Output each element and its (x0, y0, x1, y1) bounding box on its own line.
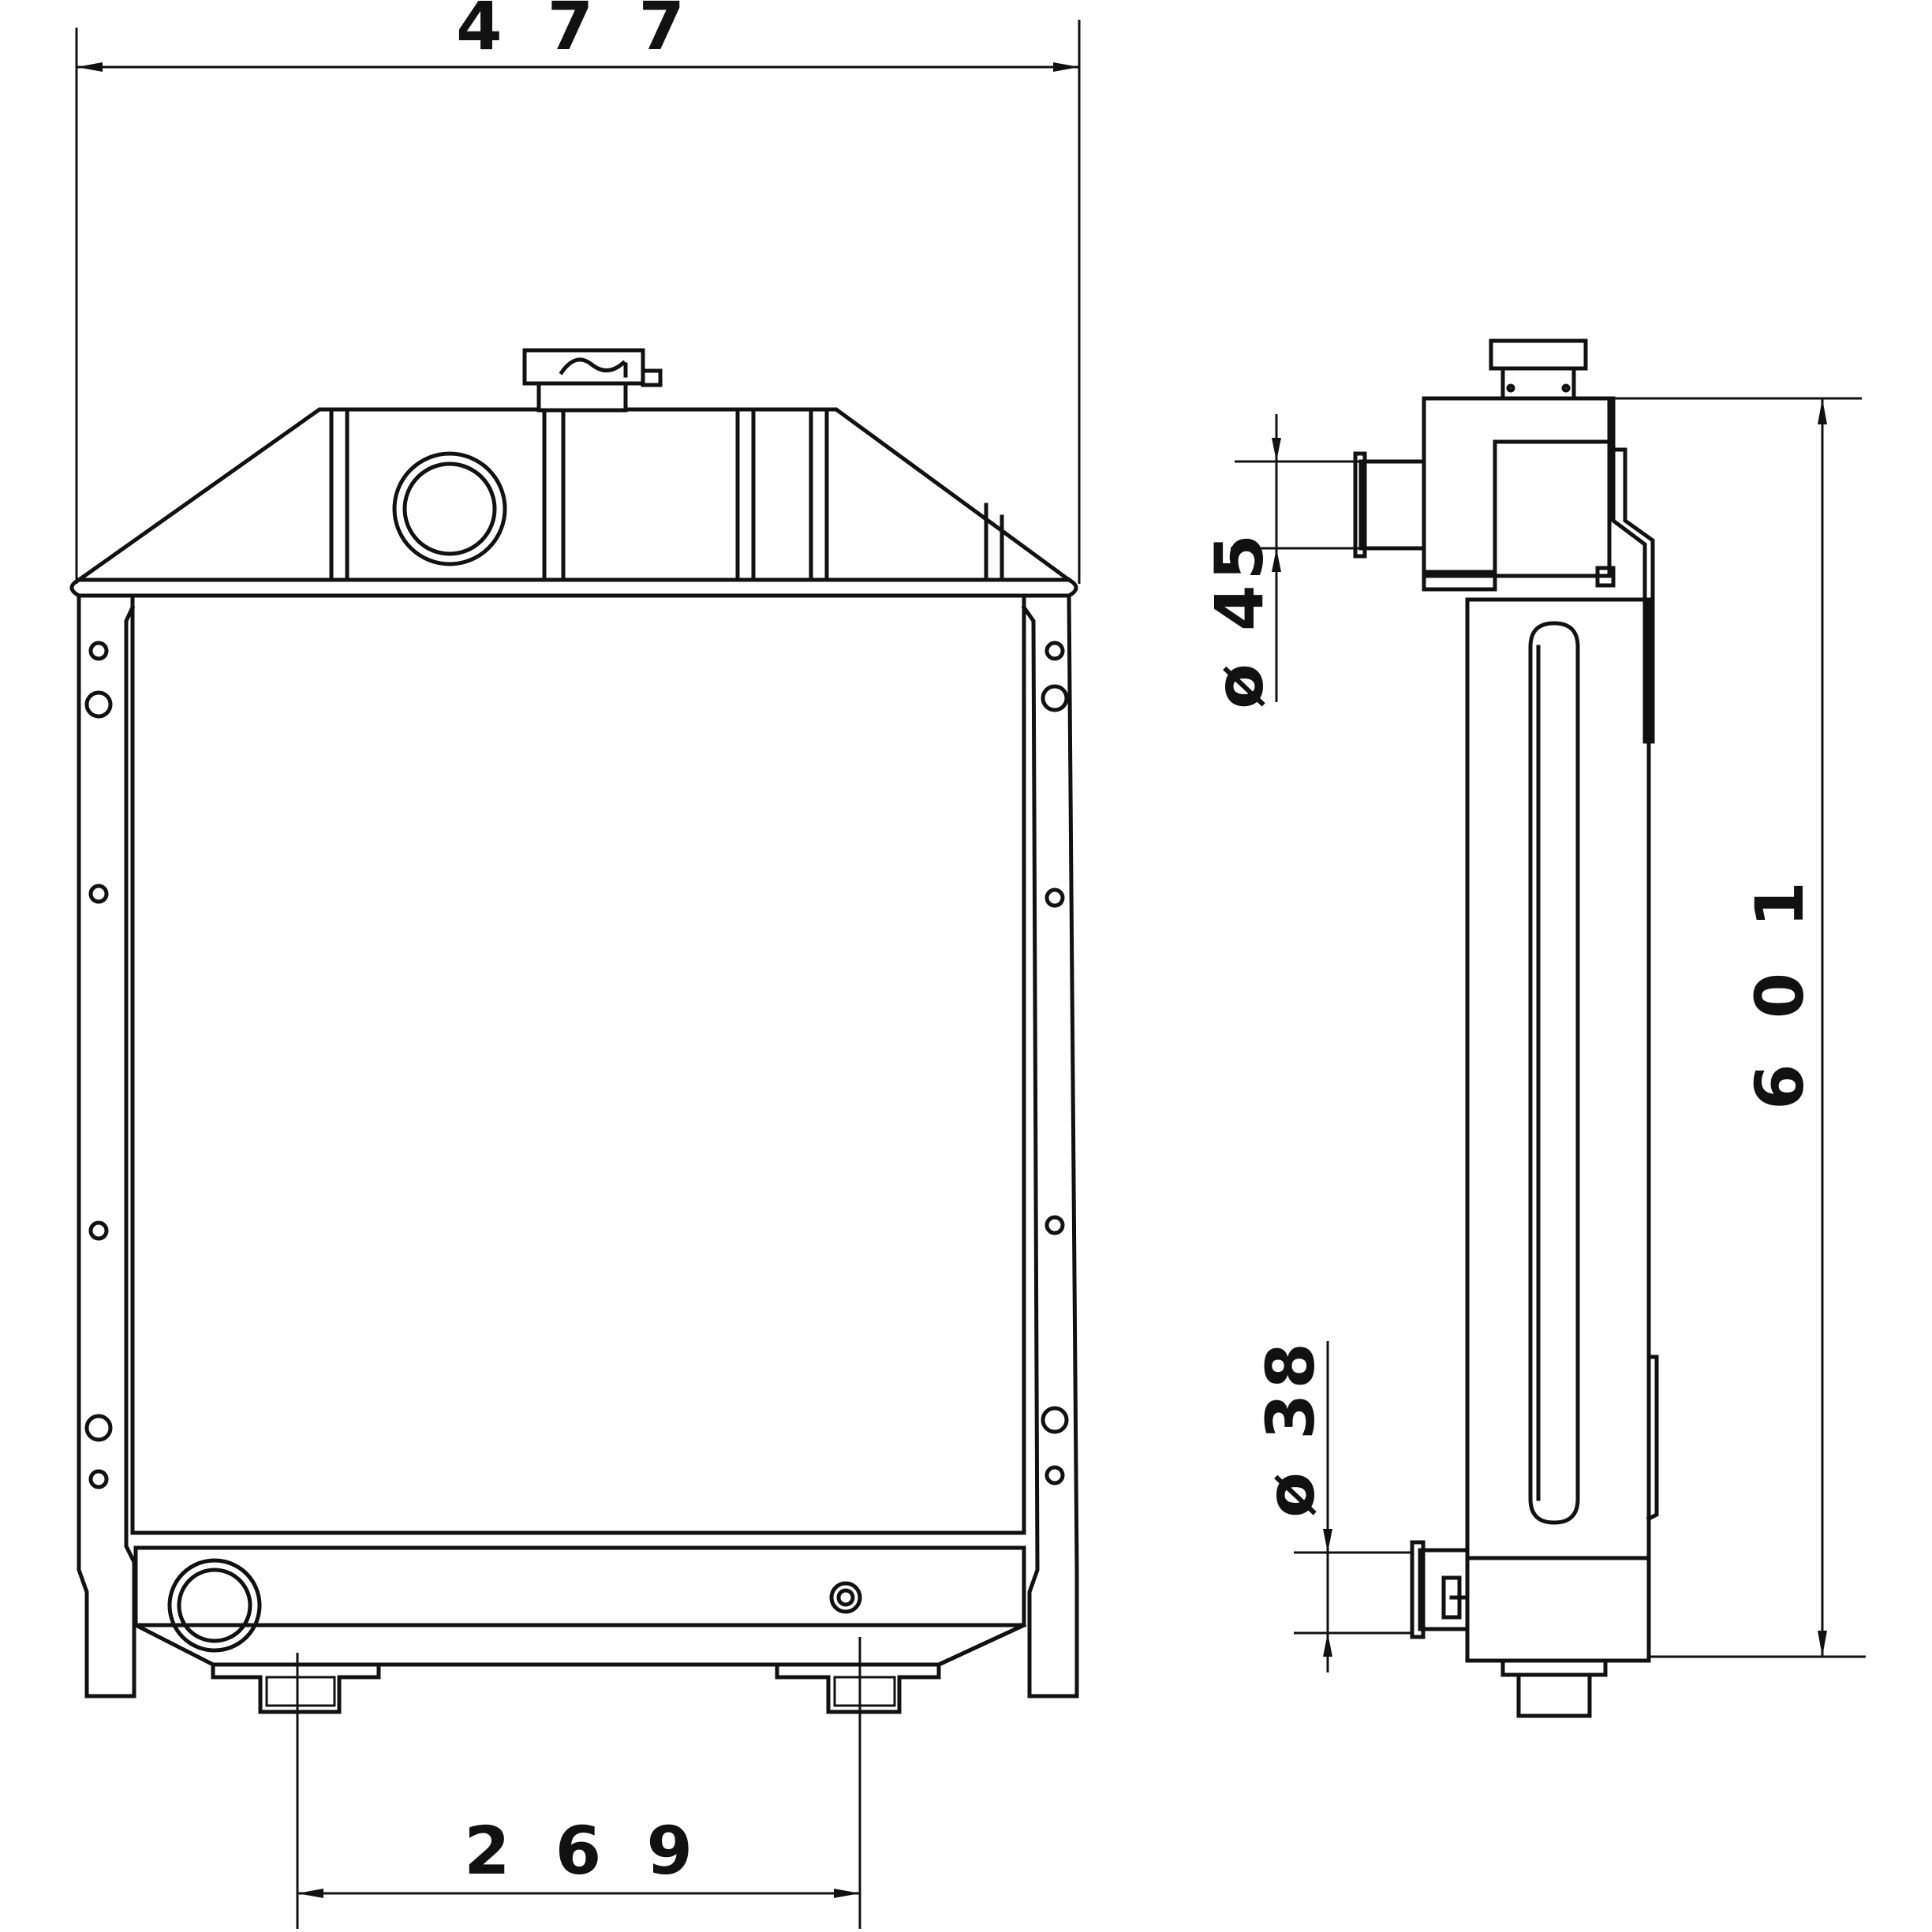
left-side-bracket (77, 593, 136, 1698)
upper-hose-pipe (1353, 451, 1426, 559)
top-tank (76, 407, 1072, 583)
right-side-bracket (1021, 593, 1079, 1698)
top-crossbar (69, 577, 1078, 599)
radiator-side-view (1353, 338, 1659, 1718)
radiator-front-view (69, 348, 1079, 1714)
radiator-core (130, 593, 1026, 1535)
lower-hose-pipe (1410, 1540, 1470, 1639)
left-mounting-foot (211, 1662, 381, 1714)
side-core (1465, 597, 1651, 1663)
dimension-outlet-spacing (296, 1637, 861, 1929)
top-tank-ribs (329, 407, 1004, 582)
side-filler-cap (1489, 338, 1588, 401)
drain-plug (829, 1581, 862, 1614)
upper-outlet (392, 451, 507, 566)
dimension-overall-width (75, 20, 1081, 584)
dimension-label-lower-hose: ø 38 (1252, 1338, 1329, 1518)
side-core-slot (1528, 621, 1580, 1525)
dimension-label-outlet-spacing: 2 6 9 (464, 1812, 704, 1889)
side-top-tank (1422, 396, 1612, 578)
dimension-label-upper-hose: ø 45 (1201, 529, 1278, 709)
filler-cap (522, 348, 663, 413)
dimension-label-overall-height: 6 0 1 (1741, 870, 1818, 1110)
side-lower-bracket (1646, 1355, 1659, 1522)
dimension-upper-hose (1231, 414, 1361, 702)
dimension-label-overall-width: 4 7 7 (456, 0, 696, 65)
side-upper-bracket (1607, 396, 1655, 744)
lower-outlet (167, 1558, 262, 1653)
side-bottom-foot (1500, 1658, 1608, 1718)
dimension-overall-height (1613, 397, 1866, 1658)
right-mounting-foot (775, 1662, 941, 1714)
bottom-tank (130, 1530, 1027, 1668)
dimension-lower-hose (1294, 1341, 1412, 1672)
